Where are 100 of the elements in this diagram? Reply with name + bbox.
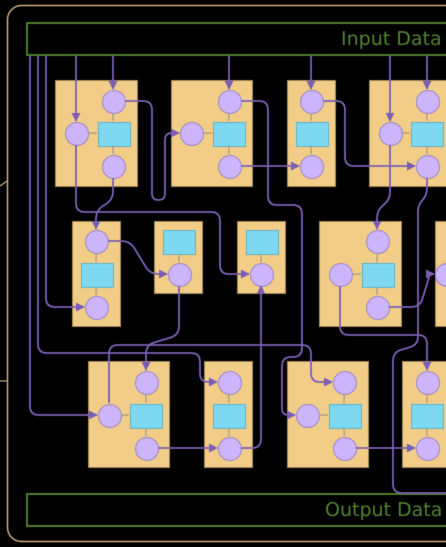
arrow [389, 270, 435, 308]
arrow [92, 178, 114, 230]
connector-line [202, 132, 212, 134]
connector-line [426, 394, 428, 404]
module-panel [237, 221, 286, 294]
circle-node [416, 155, 440, 179]
connector-line [376, 286, 378, 296]
arrow [372, 145, 391, 230]
connector-line [426, 112, 428, 122]
module-panel [319, 221, 402, 327]
arrow [75, 145, 250, 278]
circle-node [85, 296, 109, 320]
process-box [130, 404, 163, 429]
module-panel [72, 221, 121, 327]
connector-line [228, 394, 230, 404]
data-band [26, 22, 446, 56]
connector-line [352, 273, 362, 275]
arrow [37, 56, 218, 386]
circle-node [300, 90, 324, 114]
circle-node [65, 122, 89, 146]
connector-line [145, 428, 147, 436]
circle-node [296, 404, 320, 428]
band-label: Input Data [341, 30, 442, 49]
connector-line [112, 112, 114, 122]
connector-line [260, 254, 262, 262]
band-label: Output Data [325, 501, 442, 520]
connector-line [120, 414, 130, 416]
circle-node [180, 122, 204, 146]
process-box [411, 404, 444, 429]
connector-line [343, 428, 345, 436]
arrow [108, 240, 168, 278]
circle-node [135, 371, 159, 395]
circle-node [416, 371, 440, 395]
connector-line [426, 146, 428, 154]
connector-line [228, 428, 230, 436]
circle-node [333, 371, 357, 395]
connector-line [343, 394, 345, 404]
circle-node [218, 437, 242, 461]
circle-node [218, 90, 242, 114]
connector-line [112, 146, 114, 154]
arrow [356, 444, 416, 452]
circle-node [250, 263, 274, 287]
module-panel [369, 80, 446, 187]
circle-node [98, 404, 122, 428]
arrow [142, 286, 180, 371]
arrow [306, 56, 316, 90]
process-box [329, 404, 362, 429]
arrow [386, 56, 394, 122]
circle-node [102, 90, 126, 114]
arrow [323, 100, 416, 170]
process-box [246, 230, 279, 255]
arrow [241, 162, 300, 170]
circle-node [218, 371, 242, 395]
process-box [163, 230, 196, 255]
process-box [362, 263, 395, 288]
circle-node [135, 437, 159, 461]
data-band [26, 493, 446, 527]
connector-line [228, 112, 230, 122]
circle-node [102, 155, 126, 179]
arrow [241, 285, 266, 449]
module-panel [88, 361, 170, 468]
circle-node [366, 230, 390, 254]
connector-line [95, 286, 97, 296]
circle-node [366, 296, 390, 320]
circle-node [329, 263, 353, 287]
circle-node [168, 263, 192, 287]
connector-line [310, 112, 312, 122]
circle-node [416, 437, 440, 461]
circle-node [218, 155, 242, 179]
process-box [98, 122, 131, 147]
arrow [45, 56, 85, 312]
module-panel [287, 80, 336, 187]
arrow [29, 56, 98, 420]
circle-node [300, 155, 324, 179]
circle-node [333, 437, 357, 461]
process-box [213, 122, 246, 147]
connector-line [95, 252, 97, 262]
arrow [125, 100, 180, 201]
process-box [296, 122, 329, 147]
module-panel [55, 80, 138, 187]
connector-line [310, 146, 312, 154]
connector-line [178, 254, 180, 262]
module-panel [154, 221, 203, 294]
module-panel [287, 361, 369, 468]
module-panel [171, 80, 253, 187]
module-panel [402, 361, 446, 468]
process-box [411, 122, 444, 147]
connector-line [228, 146, 230, 154]
arrow [422, 56, 432, 90]
arrow [339, 286, 432, 371]
arrow [108, 56, 118, 90]
connector-line [318, 414, 328, 416]
connector-line [145, 394, 147, 404]
module-panel [204, 361, 253, 468]
connector-line [88, 132, 98, 134]
circle-node [85, 230, 109, 254]
circle-node [379, 122, 403, 146]
process-box [81, 263, 114, 288]
process-box [213, 404, 246, 429]
arrow [72, 56, 80, 122]
